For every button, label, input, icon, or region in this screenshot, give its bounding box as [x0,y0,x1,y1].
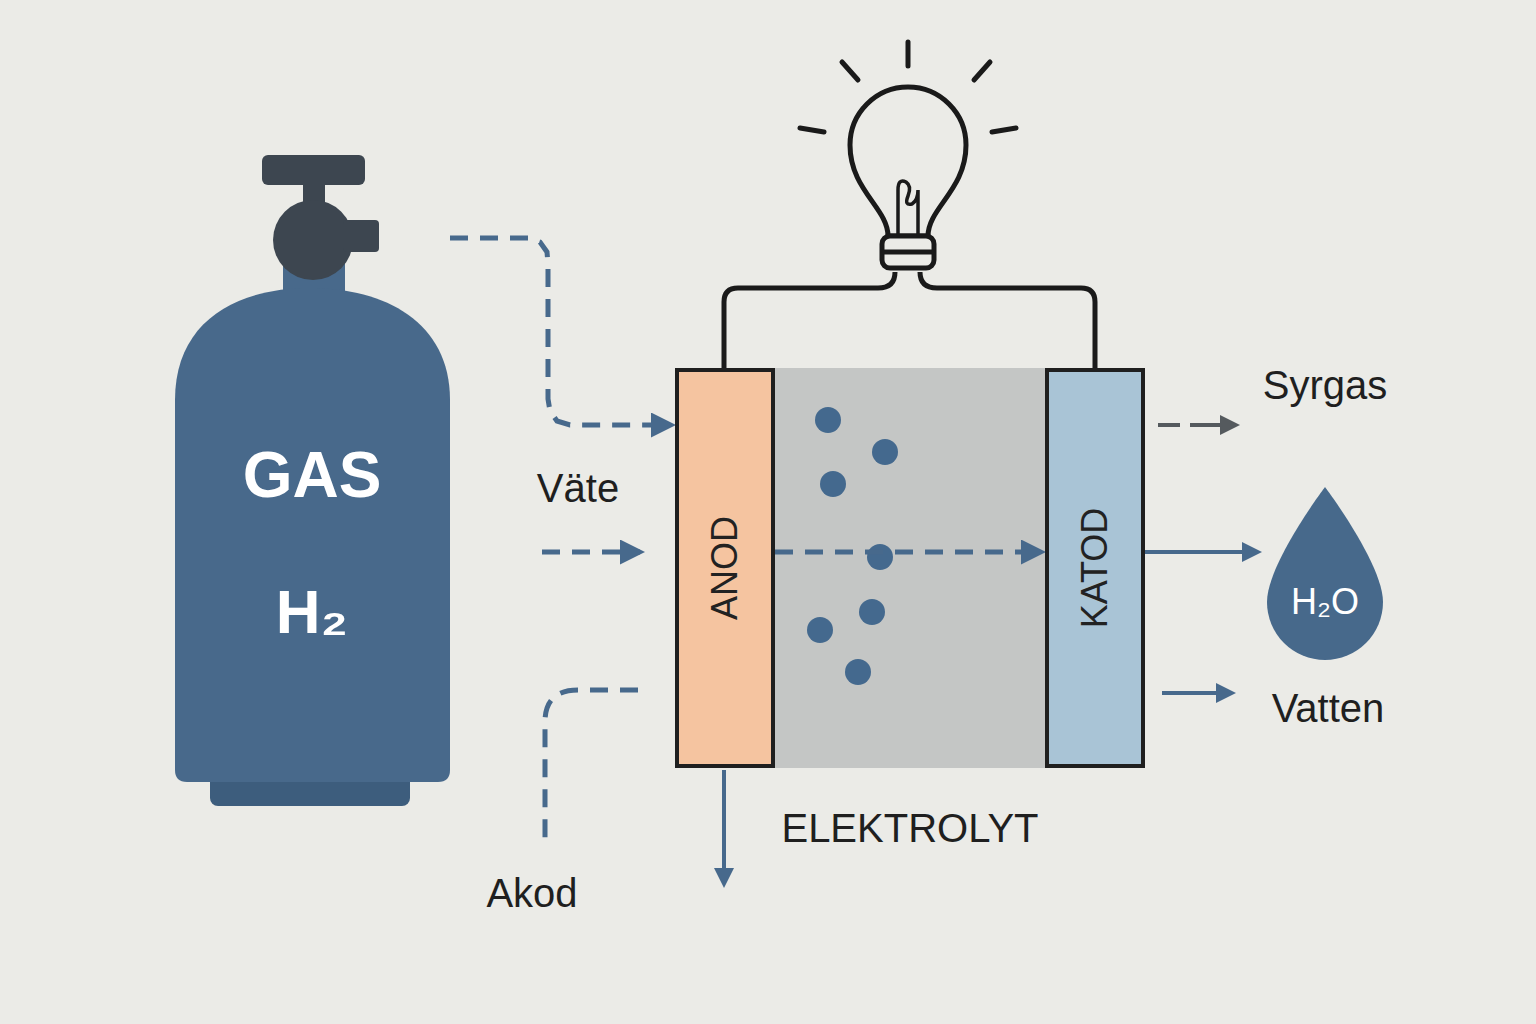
electrode-label: KATOD [1075,508,1115,629]
electrolyte-band-shape [775,368,1045,768]
ion-dot [867,544,893,570]
gas-cylinder: GAS H₂ [175,150,450,810]
light-ray [842,62,858,80]
ion-dot [859,599,885,625]
cylinder-body [175,288,450,782]
cylinder-label: GAS [243,440,382,510]
flow-connector [450,238,671,425]
ion-dots [807,407,898,685]
water-formula: H₂O [1291,582,1359,622]
water-drop: H₂O [1262,484,1388,662]
light-ray [906,42,911,66]
oxygen-arrow [1158,423,1236,427]
filament [898,181,918,236]
ion-dot [807,617,833,643]
bulb-base [882,236,934,268]
valve-body [273,200,353,280]
gas-formula: H₂ [276,578,348,646]
valve-nozzle [343,220,379,252]
electrolyte-band: ELEKTROLYT [775,368,1045,768]
ion-dot [872,439,898,465]
water-drop-shape [1262,484,1388,662]
bulb-glass [850,87,966,236]
water-label: Vatten [1272,686,1385,730]
electrolyte-label: ELEKTROLYT [781,806,1038,850]
outlet-arrow [722,770,726,884]
flow-connector [1145,550,1258,554]
oxygen-label: Syrgas [1263,363,1388,407]
light-ray [974,62,990,80]
drop-shape [1267,487,1383,660]
electrode-label: ANOD [705,516,745,620]
hydrogen-label: Väte [537,466,619,510]
bulb-base-line [884,250,932,255]
wires [724,272,1095,368]
flow-connector [775,550,1041,555]
anode-note: Akod [486,871,577,915]
cathode-plate [1047,370,1143,766]
hydrogen-inlet-arrow [542,550,640,555]
anode-plate [677,370,773,766]
wire [920,272,1095,368]
akod-leader [545,690,638,838]
light-ray [992,128,1016,132]
light-ray [800,128,824,132]
wire [724,272,895,368]
light-bulb [800,42,1016,268]
ion-dot [815,407,841,433]
water-arrow [1162,691,1232,695]
cathode-electrode: KATOD [1045,368,1145,768]
ion-dot [820,471,846,497]
ion-dot [845,659,871,685]
anode-electrode: ANOD [675,368,775,768]
electrolyte-fill [775,368,1045,768]
